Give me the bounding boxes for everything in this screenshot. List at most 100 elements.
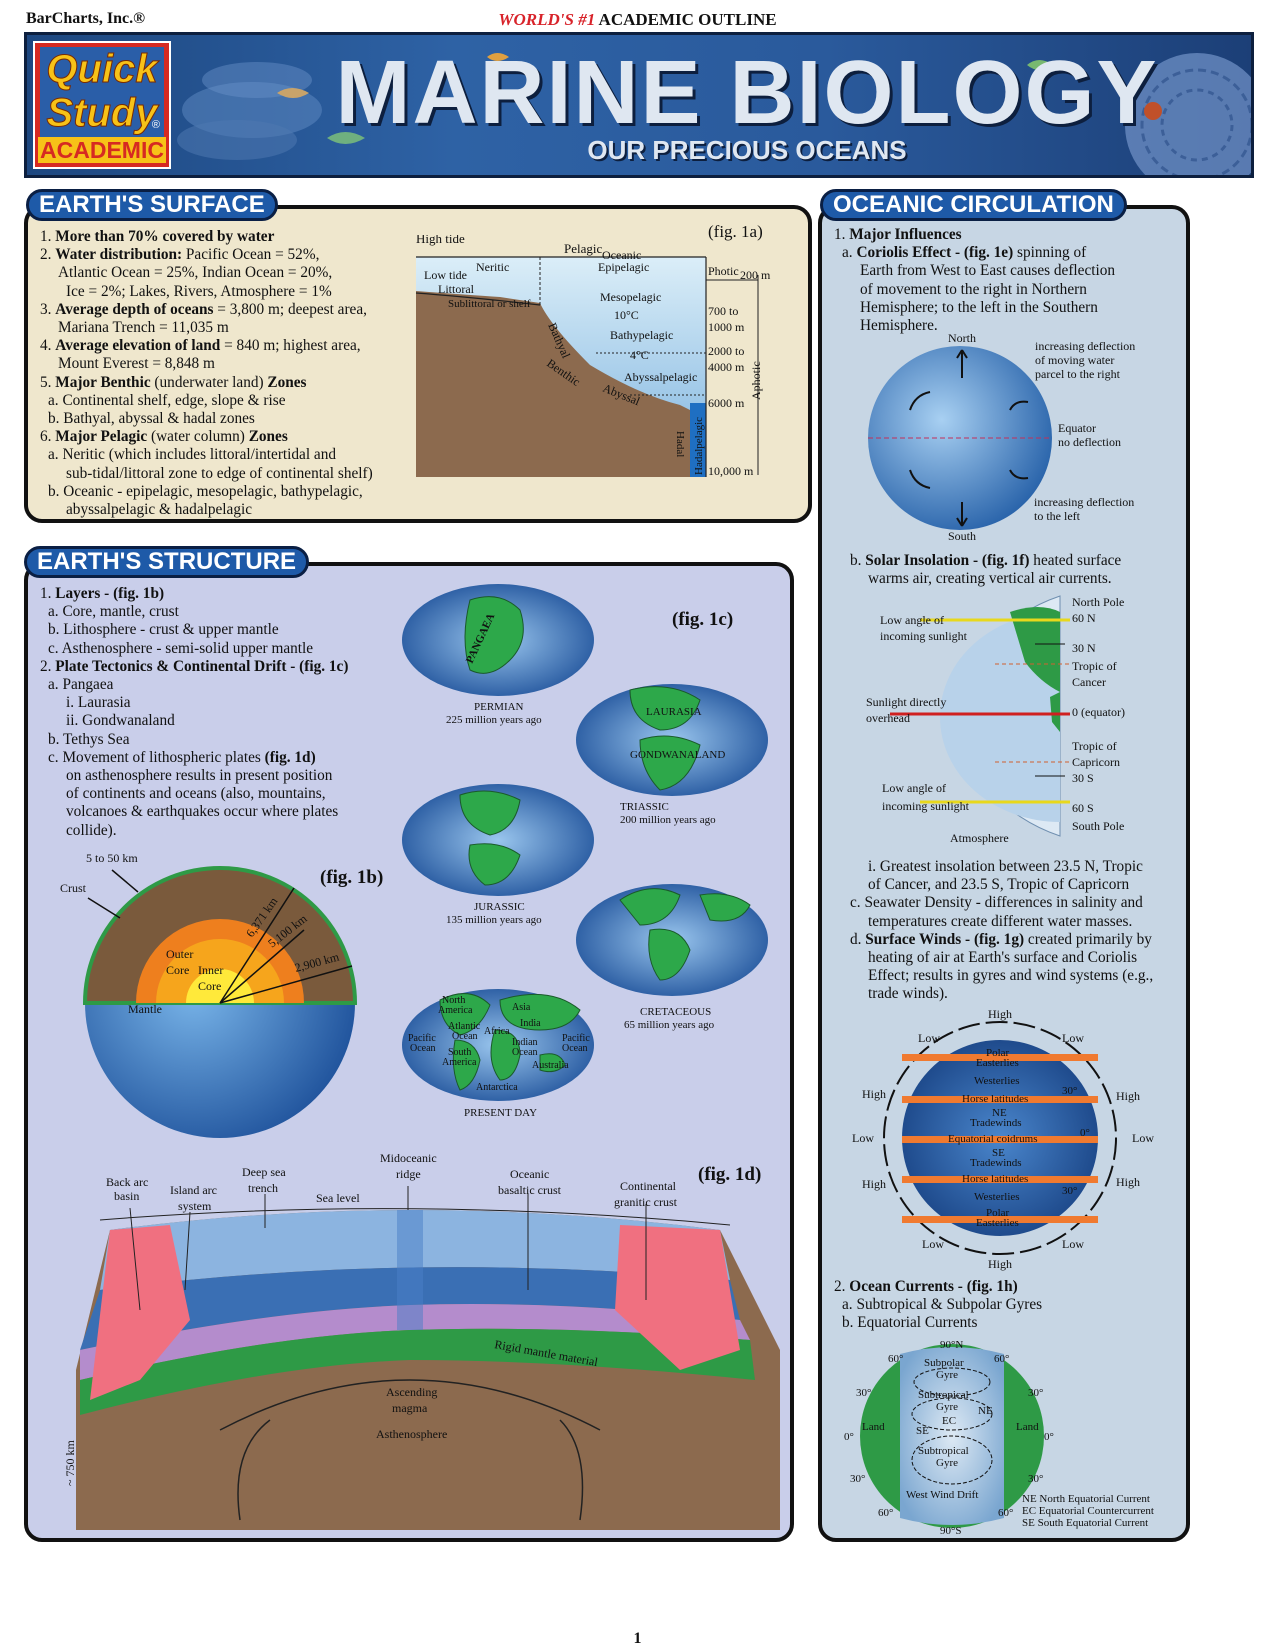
south-america-label-1: South [448,1047,471,1058]
equator-lat-label: 0 (equator) [1072,705,1125,719]
quick-study-logo: Quick Study ® ACADEMIC [33,41,171,169]
oceanic-crust-label-1: Oceanic [510,1167,549,1181]
lat-30-ne-label: 30° [1028,1387,1043,1399]
ascending-magma-label-2: magma [392,1401,428,1415]
outline-line: b. Tethys Sea [40,731,348,749]
temp-4-label: 4°C [630,348,649,362]
depth-4000-label: 4000 m [708,360,745,374]
item-bold-text: Major Pelagic [55,428,148,446]
logo-registered-mark: ® [151,119,160,131]
item-text: Effect; results in gyres and wind system… [868,967,1154,985]
outline-line: c. Movement of lithospheric plates (fig.… [40,749,348,767]
continental-crust-label-1: Continental [620,1179,677,1193]
item-text: Movement of lithospheric plates [62,748,265,766]
outline-line: ii. Gondwanaland [40,712,348,730]
polar-easterlies-n-label-1: Polar [986,1047,1010,1059]
lat-60n-label: 60 N [1072,611,1096,625]
item-bold-text: Zones [248,428,288,446]
item-text: Mariana Trench = 11,035 m [58,319,229,337]
lat-60s-label: 60 S [1072,801,1094,815]
item-bold-text: More than 70% covered by water [55,228,275,245]
circulation-text-b: b. Solar Insolation - (fig. 1f) heated s… [842,552,1121,588]
outline-line: c. Seawater Density - differences in sal… [842,894,1153,912]
south-america-label-2: America [442,1057,477,1068]
item-marker: a. [48,446,63,464]
item-text: Greatest insolation between 23.5 N, Trop… [879,858,1143,875]
outline-line: b. Oceanic - epipelagic, mesopelagic, ba… [40,483,373,501]
item-marker: 2. [40,657,56,675]
subtropical-gyre-n-label-2: Gyre [936,1401,958,1413]
lat-0-w-label: 0° [844,1431,854,1443]
outer-core-label-1: Outer [166,947,193,961]
item-text: spinning of [1013,244,1087,262]
outline-line: i. Greatest insolation between 23.5 N, T… [842,858,1153,876]
logo-study: Study [46,91,158,136]
outline-line: 2. Plate Tectonics & Continental Drift -… [40,658,348,676]
atlantic-label-2: Ocean [452,1031,478,1042]
fish-icon [1027,60,1053,70]
item-marker: 2. [834,1278,850,1295]
polar-easterlies-s-label-2: Easterlies [976,1217,1019,1229]
trench-label-1: Deep sea [242,1165,286,1179]
triassic-globe: LAURASIA GONDWANALAND TRIASSIC 200 milli… [576,684,768,826]
bathypelagic-label: Bathypelagic [610,328,673,342]
high-bottom-label: High [988,1257,1012,1271]
item-text: Tethys Sea [63,730,130,748]
item-marker: 5. [40,373,56,391]
direct-sunlight-label-2: overhead [866,711,910,725]
item-bold-text: Solar Insolation - (fig. 1f) [865,552,1030,569]
lat-30-south-label: 30° [1062,1185,1077,1197]
left-deflection-label-2: to the left [1034,509,1081,523]
item-bold-text: Water distribution: [55,246,183,264]
low-left-label: Low [852,1131,874,1145]
depth-750-label: ~ 750 km [63,1440,77,1486]
hadal-label: Hadal [674,431,686,457]
item-marker: ii. [66,712,83,730]
item-marker: c. [48,748,63,766]
item-text: = 3,800 m; deepest area, [213,300,367,318]
outline-line: on asthenosphere results in present posi… [40,767,348,785]
item-text: Hemisphere. [860,317,938,335]
high-tide-label: High tide [416,235,465,246]
item-marker: b. [48,730,64,748]
outline-line: Hemisphere. [834,317,1115,335]
australia-label: Australia [532,1060,569,1071]
low-angle-top-label-2: incoming sunlight [880,629,968,643]
ridge-label-2: ridge [396,1167,421,1181]
jurassic-label: JURASSIC [474,901,525,913]
ne-current-label: NE [978,1405,993,1417]
item-text: (underwater land) [150,373,268,391]
item-marker: 2. [40,246,56,264]
atlantic-label-1: Atlantic [448,1021,481,1032]
ne-tradewinds-label-1: NE [992,1107,1007,1119]
item-text: Oceanic - epipelagic, mesopelagic, bathy… [63,482,363,500]
item-bold-text: Zones [267,373,307,391]
item-marker: c. [48,639,62,657]
indian-label-2: Ocean [512,1047,538,1058]
item-bold-text: Plate Tectonics & Continental Drift - (f… [55,657,349,675]
photic-label: Photic [708,264,739,278]
outline-line: heating of air at Earth's surface and Co… [842,949,1153,967]
fig-1d-plate-tectonics-diagram: Back arc basin Island arc system Deep se… [63,1151,780,1530]
outline-line: sub-tidal/littoral zone to edge of conti… [40,465,373,483]
asia-label: Asia [512,1002,531,1013]
earths-surface-heading: EARTH'S SURFACE [26,189,278,221]
horse-latitudes-n-label: Horse latitudes [962,1093,1028,1105]
crust-thickness-label: 5 to 50 km [86,851,138,865]
gondwanaland-label: GONDWANALAND [630,749,725,761]
right-deflection-label-3: parcel to the right [1035,367,1121,381]
outline-line: b. Lithosphere - crust & upper mantle [40,621,348,639]
item-bold-text: Layers - (fig. 1b) [55,585,165,602]
outline-line: warms air, creating vertical air current… [842,570,1121,588]
outline-line: temperatures create different water mass… [842,913,1153,931]
depth-1000-label: 1000 m [708,320,745,334]
lat-90s-label: 90°S [940,1525,962,1537]
present-day-globe: North America Asia Atlantic Ocean Africa… [402,989,594,1119]
polar-easterlies-s-label-1: Polar [986,1207,1010,1219]
direct-sunlight-label-1: Sunlight directly [866,695,946,709]
mesopelagic-label: Mesopelagic [600,290,661,304]
item-text: warms air, creating vertical air current… [868,570,1112,588]
depth-700-label: 700 to [708,304,738,318]
item-marker: 3. [40,300,56,318]
item-bold-text: Ocean Currents - (fig. 1h) [849,1278,1018,1295]
